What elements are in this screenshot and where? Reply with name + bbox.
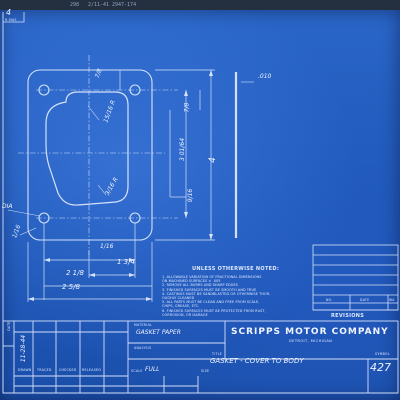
corner-mark-sheet: 4 (6, 8, 12, 17)
note-line: 5. ALL PARTS MUST BE CLEAN AND FREE FROM… (162, 300, 260, 305)
revisions-title: REVISIONS (331, 313, 365, 319)
dim-thickness: .010 (258, 73, 272, 80)
title-label: TITLE (212, 352, 223, 356)
material-value: GASKET PAPER (136, 329, 181, 336)
signoff-released: RELEASED (82, 368, 102, 372)
dim-width-mid: 1 3/4 (117, 258, 135, 266)
symbol-label: SYMBOL (375, 352, 390, 356)
note-line: 1. ALLOWABLE VARIATION OF FRACTIONAL DIM… (162, 275, 262, 279)
corner-box (3, 12, 25, 23)
drawing-linework (2, 12, 399, 394)
revisions-col-no: NO. (326, 298, 333, 302)
dim-overall-height: 4 (207, 157, 218, 163)
note-line: CHIPS, GREASE, ETC. (162, 304, 200, 309)
title-block (2, 320, 399, 394)
material-label: MATERIAL (134, 323, 153, 327)
signoff-drawn: DRAWN (18, 368, 32, 372)
edge-mark-3: 2947-174 (112, 2, 137, 8)
note-line: 4. CASTINGS MUST BE SANDBLASTED OR OTHER… (162, 291, 271, 296)
note-line: 2. REMOVE ALL BURRS AND SHARP EDGES (162, 283, 239, 288)
dim-width-b: 2 5/8 (62, 283, 80, 291)
notes-title: UNLESS OTHERWISE NOTED: (192, 266, 280, 272)
date-label: DATE (6, 321, 11, 331)
note-line: 3. FINISHED SURFACES MUST BE SMOOTH AND … (162, 287, 257, 292)
company-name: SCRIPPS MOTOR COMPANY (231, 327, 389, 337)
dim-width-a: 2 1/8 (66, 269, 84, 277)
leader-lines (7, 105, 107, 236)
scale-value: FULL (145, 366, 160, 373)
revisions-table (312, 244, 399, 311)
notes-list: 1. ALLOWABLE VARIATION OF FRACTIONAL DIM… (162, 275, 310, 317)
note-line: 6. FINISHED SURFACES MUST BE PROTECTED F… (162, 308, 266, 313)
drawing-date: 11-28-44 (20, 334, 28, 363)
note-line: CORROSION, OR DAMAGE (162, 312, 208, 317)
revisions-col-date: DATE (360, 298, 370, 302)
note-line: OUGHLY CLEANED (162, 296, 195, 301)
note-line: ON MACHINED SURFACES ± .005 (162, 279, 221, 284)
horizontal-dimensions (27, 223, 153, 302)
dim-slot-height: 3 01/64 (179, 137, 187, 162)
revisions-col-wh: WA (389, 298, 395, 302)
size-label: SIZE (201, 369, 210, 373)
edge-mark-2: 2/11-41 (88, 2, 110, 8)
scale-label: SCALE (131, 369, 143, 373)
dim-width-inner: 1/16 (100, 243, 114, 250)
signoff-checked: CHECKED (59, 368, 77, 372)
signoff-traced: TRACED (37, 368, 52, 372)
dim-left-hole: DIA (2, 203, 13, 210)
gasket-port-outline (45, 91, 129, 206)
arrowheads (28, 70, 213, 301)
dim-lower-inset: 9/16 (187, 188, 195, 203)
part-number: 427 (370, 361, 391, 374)
edge-mark-1: 298 (70, 2, 80, 8)
corner-mark-initials: R-MAS (5, 18, 17, 22)
analysis-label: ANALYSIS (134, 346, 152, 350)
company-city: DETROIT, MICHIGAN (289, 339, 333, 343)
blueprint-sheet (0, 10, 400, 400)
centre-lines (18, 55, 178, 255)
title-value: GASKET - COVER TO BODY (210, 357, 304, 365)
gasket-outline (27, 69, 153, 241)
dim-port-offset: 7/8 (183, 102, 191, 113)
photo-edge-strip: 298 2/11-41 2947-174 (0, 0, 400, 10)
vertical-dimensions (119, 69, 215, 241)
